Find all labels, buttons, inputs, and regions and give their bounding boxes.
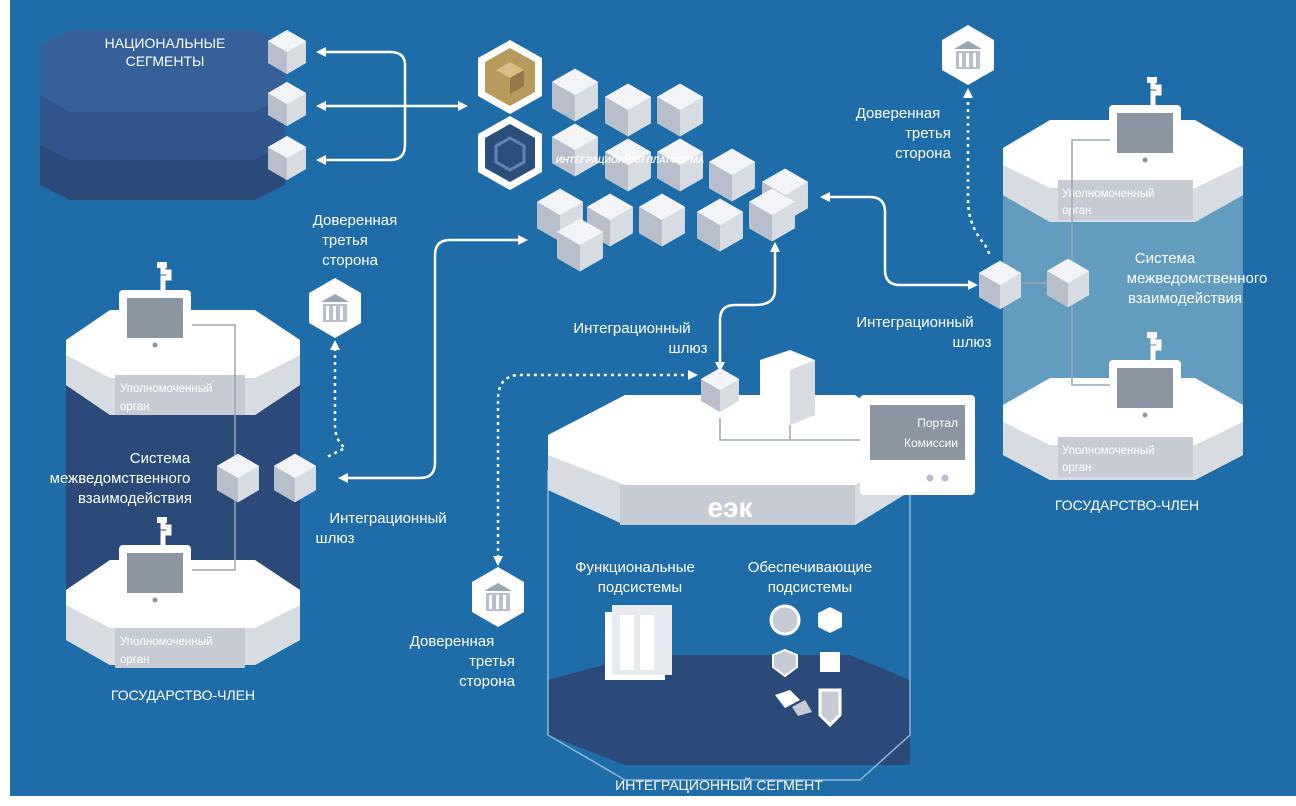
- left-to-platform-link: [345, 238, 520, 480]
- center-gateway-2: шлюз: [669, 340, 708, 357]
- left-system-1: Система: [130, 450, 191, 467]
- platform-label: ИНТЕГРАЦИОННАЯ ПЛАТФОРМА: [556, 155, 704, 165]
- integration-platform: ИНТЕГРАЦИОННАЯ ПЛАТФОРМА: [478, 40, 808, 272]
- trusted-bottom-2: третья: [469, 653, 515, 670]
- trusted-bottom: Доверенная третья сторона: [410, 567, 524, 690]
- trusted-left-2: третья: [322, 232, 368, 249]
- platform-to-right-link: [828, 195, 970, 287]
- functional-label-1: Функциональные: [575, 559, 695, 576]
- center-gateway-1: Интеграционный: [573, 320, 690, 337]
- supporting-label-2: подсистемы: [768, 579, 852, 596]
- trusted-right-3: сторона: [895, 145, 952, 162]
- left-organ-top-1: Уполномоченный: [120, 383, 212, 395]
- functional-subsystems-icon: [605, 605, 672, 680]
- center-to-platform-link: [718, 250, 777, 365]
- national-segments: НАЦИОНАЛЬНЫЕ СЕГМЕНТЫ: [40, 30, 306, 200]
- right-organ-top-1: Уполномоченный: [1062, 188, 1154, 200]
- supporting-label-1: Обеспечивающие: [748, 559, 873, 576]
- left-organ-bottom-2: орган: [120, 654, 149, 666]
- trusted-left-1: Доверенная: [313, 212, 398, 229]
- left-gateway-2: шлюз: [316, 530, 355, 547]
- trusted-right-1: Доверенная: [856, 105, 941, 122]
- trusted-bottom-dashed-link: [496, 373, 690, 558]
- trusted-bottom-1: Доверенная: [410, 633, 495, 650]
- trusted-right-2: третья: [905, 125, 951, 142]
- functional-label-2: подсистемы: [598, 579, 682, 596]
- portal-label-2: Комиссии: [904, 436, 958, 450]
- trusted-right: Доверенная третья сторона: [856, 25, 994, 162]
- trusted-left: Доверенная третья сторона: [309, 212, 397, 338]
- national-segments-label-2: СЕГМЕНТЫ: [126, 53, 205, 69]
- center-segment-title: ИНТЕГРАЦИОННЫЙ СЕГМЕНТ: [615, 776, 823, 793]
- left-system-3: взаимодействия: [78, 490, 192, 507]
- left-system-2: межведомственного: [50, 470, 191, 487]
- state-left: Уполномоченный орган Уполномоченный орга…: [50, 262, 447, 703]
- right-gateway-1: Интеграционный: [856, 314, 973, 331]
- right-system-3: взаимодействия: [1128, 290, 1242, 307]
- portal-label-1: Портал: [917, 416, 958, 430]
- trusted-left-3: сторона: [322, 252, 379, 269]
- right-organ-bottom-1: Уполномоченный: [1062, 445, 1154, 457]
- trusted-bottom-3: сторона: [459, 673, 516, 690]
- left-state-title: ГОСУДАРСТВО-ЧЛЕН: [111, 687, 255, 703]
- right-organ-bottom-2: орган: [1062, 462, 1091, 474]
- trusted-right-dashed-link: [966, 95, 992, 256]
- right-state-title: ГОСУДАРСТВО-ЧЛЕН: [1055, 497, 1199, 513]
- state-right: Уполномоченный орган Уполномоченный орга…: [856, 77, 1267, 513]
- center-segment: еэк Портал Комиссии Функциональные подси…: [547, 350, 975, 793]
- national-segments-label-1: НАЦИОНАЛЬНЫЕ: [105, 35, 226, 51]
- left-organ-top-2: орган: [120, 401, 149, 413]
- right-system-2: межведомственного: [1127, 270, 1268, 287]
- right-gateway-2: шлюз: [953, 334, 992, 351]
- left-internal-link: [192, 324, 236, 571]
- right-system-1: Система: [1135, 250, 1196, 267]
- eek-label: еэк: [707, 492, 753, 523]
- left-gateway-1: Интеграционный: [329, 510, 446, 527]
- supporting-subsystems-icons: [769, 604, 842, 728]
- right-organ-top-2: орган: [1062, 205, 1091, 217]
- left-organ-bottom-1: Уполномоченный: [120, 636, 212, 648]
- trusted-left-dashed-link: [324, 348, 348, 460]
- center-internal-links: [719, 418, 860, 441]
